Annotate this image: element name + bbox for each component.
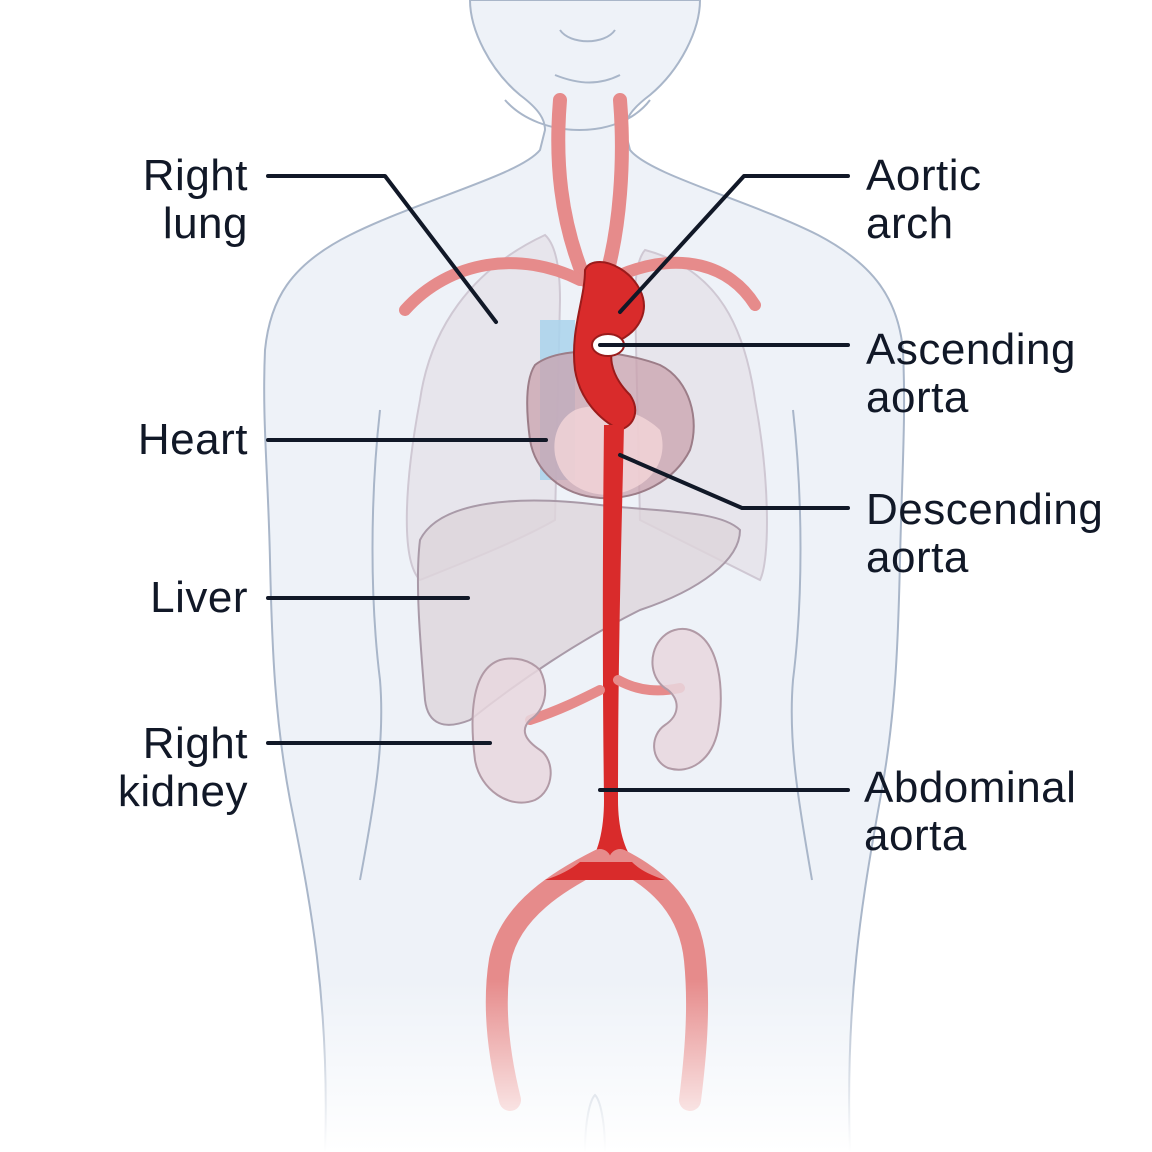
leader-aortic-arch <box>618 174 850 314</box>
label-right-lung-line1: Right <box>142 151 248 200</box>
label-right-lung-line2: lung <box>162 199 248 248</box>
label-aortic-arch-line1: Aortic <box>866 151 982 200</box>
label-aortic-arch-line2: arch <box>866 199 954 248</box>
label-heart-line1: Heart <box>137 415 248 464</box>
label-abdominal-aorta-line2: aorta <box>864 811 967 860</box>
label-descending-aorta: Descending aorta <box>866 486 1103 582</box>
label-heart: Heart <box>138 416 248 464</box>
label-right-kidney-line1: Right <box>142 719 248 768</box>
label-abdominal-aorta-line1: Abdominal <box>864 763 1077 812</box>
label-right-kidney-line2: kidney <box>117 767 248 816</box>
label-aortic-arch: Aortic arch <box>866 152 981 248</box>
leader-right-lung <box>266 174 498 324</box>
label-liver-line1: Liver <box>150 573 248 622</box>
label-ascending-aorta: Ascending aorta <box>866 326 1076 422</box>
leader-lines <box>266 174 850 792</box>
label-right-lung: Right lung <box>143 152 248 248</box>
label-liver: Liver <box>150 574 248 622</box>
label-descending-aorta-line1: Descending <box>866 485 1104 534</box>
label-ascending-aorta-line2: aorta <box>866 373 969 422</box>
label-descending-aorta-line2: aorta <box>866 533 969 582</box>
label-ascending-aorta-line1: Ascending <box>866 325 1076 374</box>
leader-descending-aorta <box>618 453 850 510</box>
label-abdominal-aorta: Abdominal aorta <box>864 764 1076 860</box>
label-right-kidney: Right kidney <box>118 720 248 816</box>
